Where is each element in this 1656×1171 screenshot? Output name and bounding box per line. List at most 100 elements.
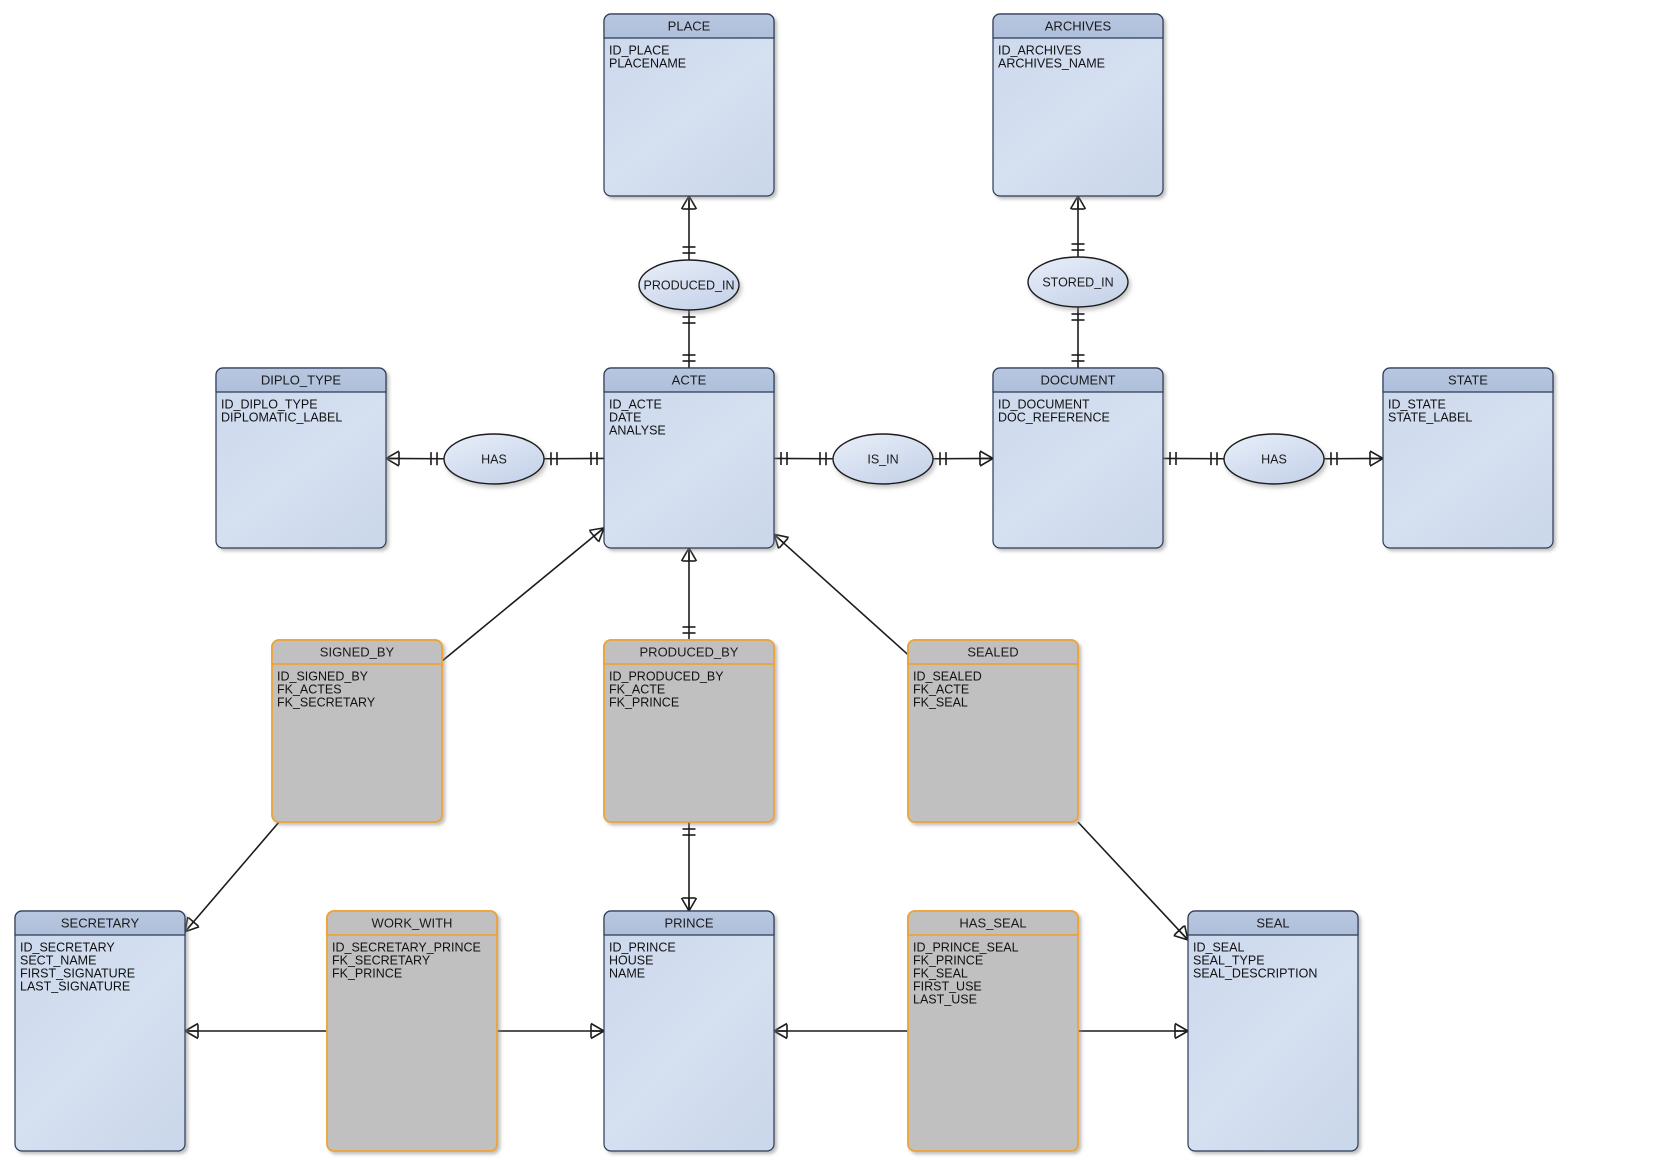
entity-attribute: FK_SEAL: [913, 966, 968, 980]
from-crowsfoot-prong: [773, 1022, 788, 1032]
relationship-ellipse: [832, 433, 934, 485]
entity-box: [907, 639, 1079, 823]
from-crowsfoot-prong: [680, 195, 690, 210]
relationship-label: STORED_IN: [1042, 275, 1113, 289]
entity-attribute: ID_SECRETARY: [20, 940, 115, 954]
from-crowsfoot-prong: [385, 450, 400, 460]
entity-attribute: ID_SEALED: [913, 669, 982, 683]
entity-work-with[interactable]: WORK_WITHID_SECRETARY_PRINCEFK_SECRETARY…: [326, 910, 498, 1152]
entity-header-band: [603, 639, 775, 665]
connection-archives-storedin: [1069, 195, 1087, 257]
entity-title: PRINCE: [664, 915, 713, 930]
relationship-ellipse: [1027, 256, 1129, 308]
to-crowsfoot-prong: [1369, 457, 1384, 467]
entity-box: [992, 367, 1164, 549]
entity-box: [992, 13, 1164, 197]
entity-attribute: FK_ACTE: [609, 682, 665, 696]
entity-header-band: [907, 639, 1079, 665]
to-crowsfoot-prong: [979, 457, 994, 467]
entity-header-band: [14, 910, 186, 936]
entity-attribute: FK_SEAL: [913, 695, 968, 709]
to-crowsfoot-prong: [1369, 450, 1384, 460]
connection-hasseal-seal: [1078, 1022, 1189, 1040]
from-crowsfoot-prong: [773, 533, 785, 544]
entity-attribute: FK_PRINCE: [332, 966, 402, 980]
from-crowsfoot-prong: [1077, 195, 1087, 210]
connection-line: [773, 533, 909, 656]
connection-document-has: [1162, 451, 1225, 466]
relationship-produced-in[interactable]: PRODUCED_IN: [638, 259, 740, 311]
to-tick: [1173, 925, 1185, 936]
entity-attribute: DIPLOMATIC_LABEL: [221, 410, 342, 424]
entity-secretary[interactable]: SECRETARYID_SECRETARYSECT_NAMEFIRST_SIGN…: [14, 910, 186, 1152]
entity-attribute: ID_DOCUMENT: [998, 397, 1090, 411]
to-crowsfoot-prong: [680, 897, 690, 912]
from-tick: [589, 530, 599, 542]
entity-attribute: FK_PRINCE: [913, 953, 983, 967]
entity-box: [603, 639, 775, 823]
entity-attribute: HOUSE: [609, 953, 653, 967]
entity-box: [1382, 367, 1554, 549]
relationship-has-state[interactable]: HAS: [1223, 433, 1325, 485]
entity-attribute: FK_ACTES: [277, 682, 342, 696]
entity-title: SEALED: [967, 644, 1018, 659]
entity-attribute: ID_ACTE: [609, 397, 662, 411]
to-crowsfoot-prong: [1174, 1022, 1189, 1032]
relationship-has-diplo[interactable]: HAS: [443, 433, 545, 485]
from-crowsfoot-prong: [184, 1030, 199, 1040]
connection-acte-sealed: [773, 533, 909, 656]
relationships-layer: PRODUCED_IN STORED_IN HAS IS_IN HAS: [443, 256, 1325, 485]
entity-has-seal[interactable]: HAS_SEALID_PRINCE_SEALFK_PRINCEFK_SEALFI…: [907, 910, 1079, 1152]
entity-attribute: DATE: [609, 410, 641, 424]
entity-title: STATE: [1448, 372, 1488, 387]
entity-header-band: [1187, 910, 1359, 936]
entity-attribute: ANALYSE: [609, 423, 666, 437]
entity-attribute: SECT_NAME: [20, 953, 96, 967]
entity-attribute: LAST_USE: [913, 992, 977, 1006]
entity-header-band: [1382, 367, 1554, 393]
entity-attribute: ID_SIGNED_BY: [277, 669, 369, 683]
entity-attribute: ID_DIPLO_TYPE: [221, 397, 318, 411]
relationship-is-in[interactable]: IS_IN: [832, 433, 934, 485]
from-crowsfoot-prong: [680, 547, 690, 562]
entity-signed-by[interactable]: SIGNED_BYID_SIGNED_BYFK_ACTESFK_SECRETAR…: [271, 639, 443, 823]
entity-title: SEAL: [1256, 915, 1289, 930]
entity-attribute: FK_ACTE: [913, 682, 969, 696]
entity-header-band: [603, 367, 775, 393]
from-crowsfoot-prong: [688, 547, 698, 562]
from-crowsfoot-prong: [773, 534, 780, 549]
entity-header-band: [992, 13, 1164, 39]
to-crowsfoot-prong: [1174, 1030, 1189, 1040]
entity-attribute: FK_SECRETARY: [277, 695, 376, 709]
entity-attribute: SEAL_TYPE: [1193, 953, 1265, 967]
relationship-stored-in[interactable]: STORED_IN: [1027, 256, 1129, 308]
connection-storedin-document: [1071, 307, 1085, 368]
from-crowsfoot-prong: [593, 527, 605, 537]
from-crowsfoot-prong: [773, 1030, 788, 1040]
entity-header-band: [215, 367, 387, 393]
entity-attribute: STATE_LABEL: [1388, 410, 1472, 424]
from-crowsfoot-prong: [1069, 195, 1079, 210]
entity-attribute: LAST_SIGNATURE: [20, 979, 130, 993]
entity-attribute: ARCHIVES_NAME: [998, 56, 1105, 70]
connection-acte-producedby: [680, 547, 698, 640]
from-crowsfoot-prong: [385, 457, 400, 467]
relationship-label: HAS: [1261, 452, 1287, 466]
relationship-label: HAS: [481, 452, 507, 466]
connection-line: [184, 821, 280, 933]
entity-produced-by[interactable]: PRODUCED_BYID_PRODUCED_BYFK_ACTEFK_PRINC…: [603, 639, 775, 823]
connection-prince-hasseal: [773, 1022, 908, 1040]
entity-title: DOCUMENT: [1040, 372, 1115, 387]
entity-attribute: PLACENAME: [609, 56, 686, 70]
connection-signedby-secretary: [184, 821, 280, 933]
to-tick: [188, 917, 199, 927]
